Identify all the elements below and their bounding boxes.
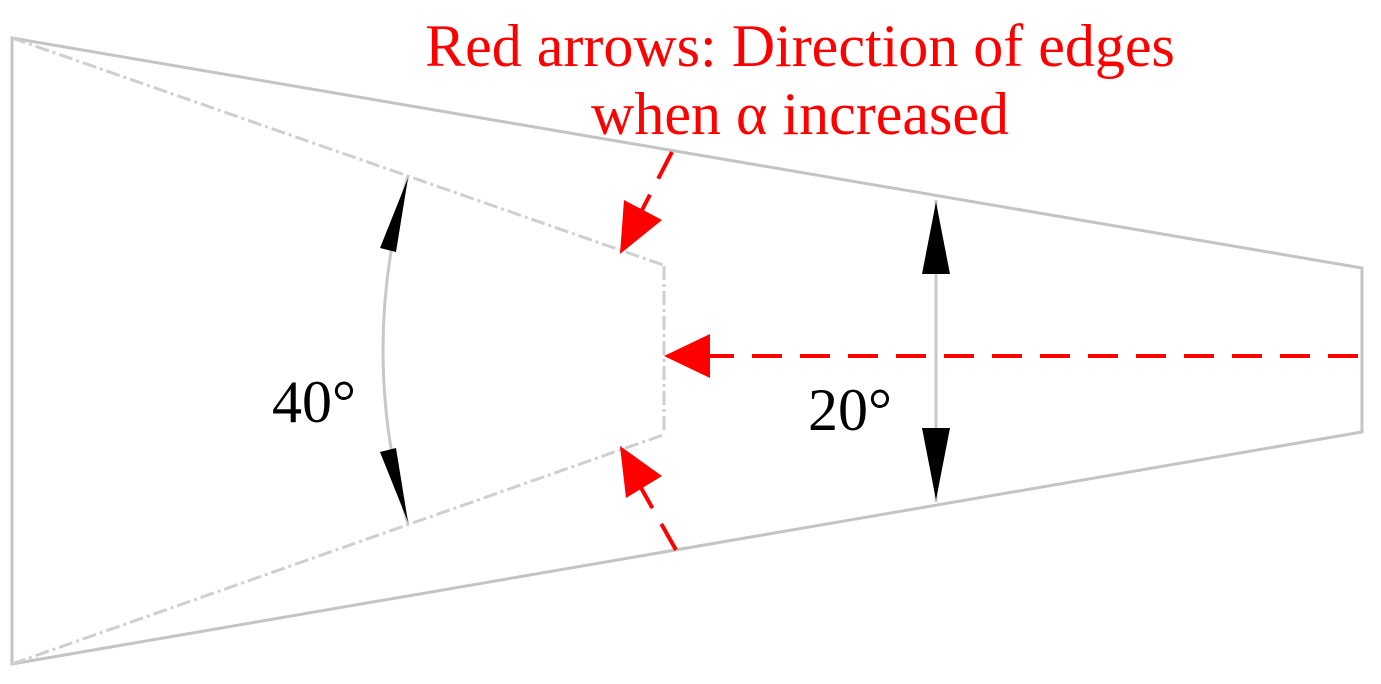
angle-40-lower-arrowhead xyxy=(380,448,408,522)
red-arrow-lower-head xyxy=(620,446,662,498)
outer-tapered-outline xyxy=(10,36,1364,666)
red-arrow-upper-shaft xyxy=(638,151,674,215)
red-arrow-upper-head xyxy=(620,200,662,254)
angle-20-lower-arrowhead xyxy=(922,428,950,500)
caption-line-1: Red arrows: Direction of edges xyxy=(425,13,1175,79)
red-arrows-caption: Red arrows: Direction of edges when α in… xyxy=(350,12,1250,148)
red-arrow-horizontal-head xyxy=(664,334,710,378)
angle-20-upper-arrowhead xyxy=(922,202,950,274)
angle-20-label: 20° xyxy=(808,377,892,443)
inner-upper-edge xyxy=(11,36,667,268)
inner-lower-edge xyxy=(11,432,667,666)
angle-40-label: 40° xyxy=(272,369,356,435)
angle-40-upper-arrowhead xyxy=(380,178,408,252)
red-arrow-lower-shaft xyxy=(638,485,678,551)
caption-line-2: when α increased xyxy=(591,81,1009,147)
